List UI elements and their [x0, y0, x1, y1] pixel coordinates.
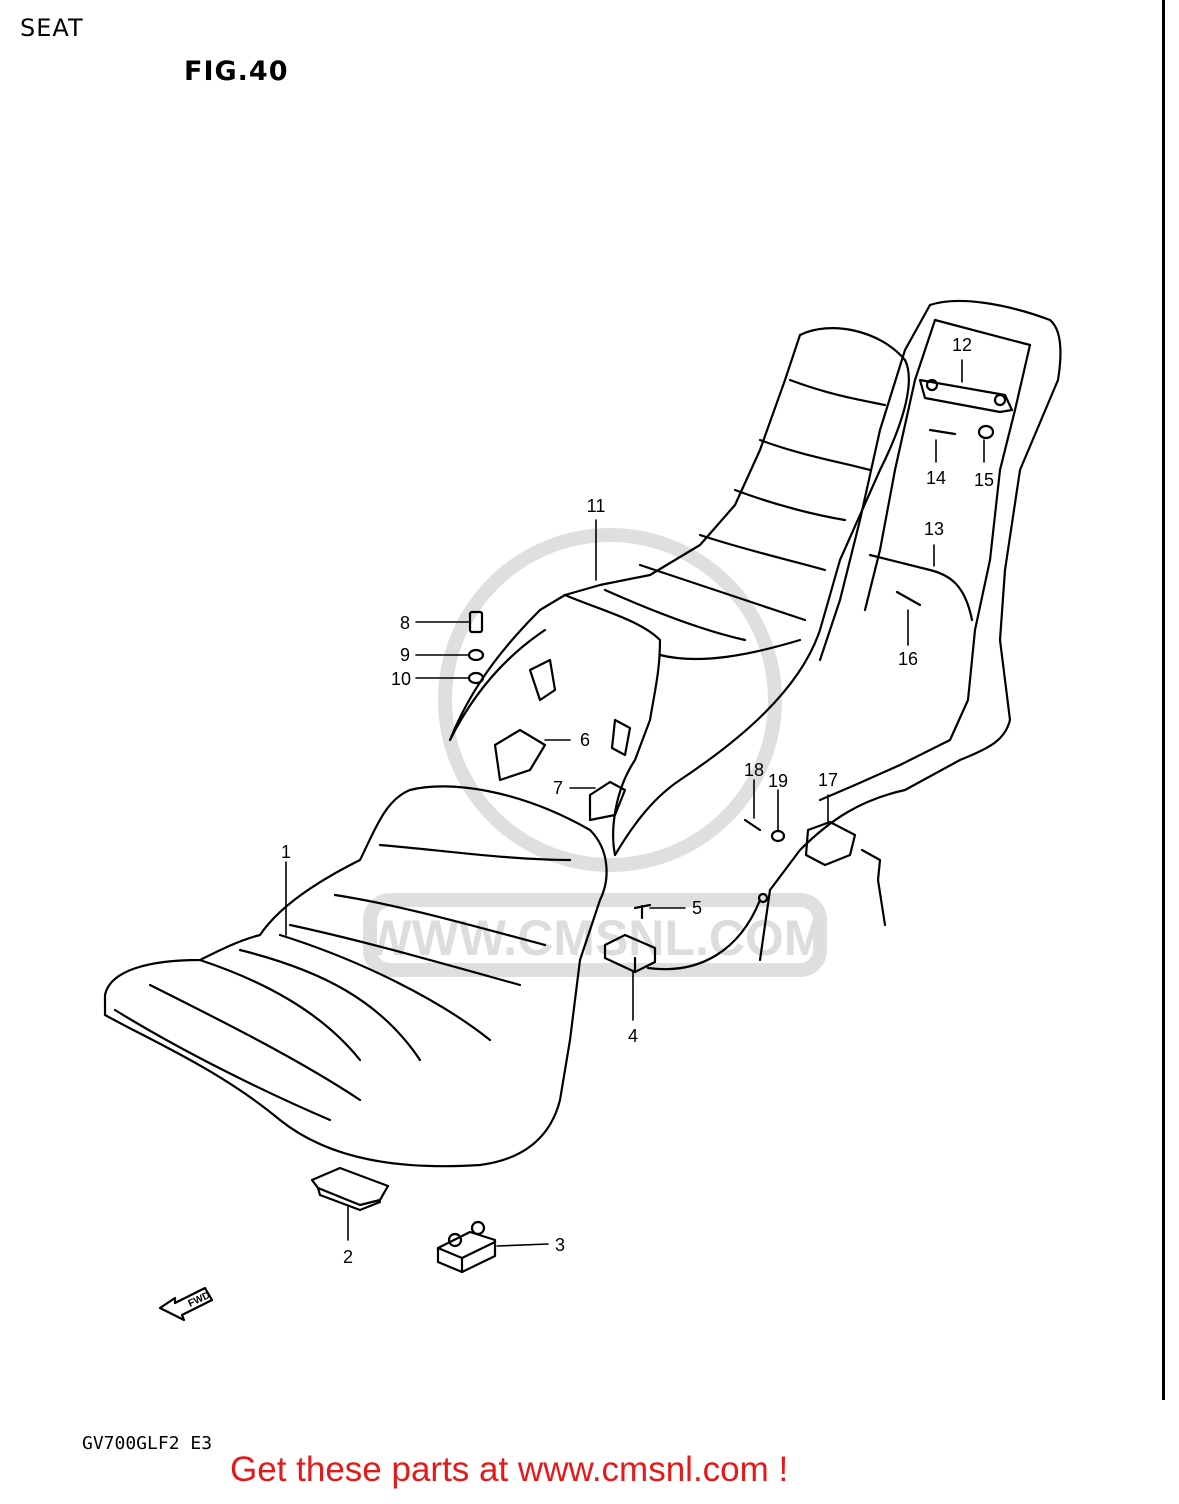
callout-7: 7: [553, 778, 563, 798]
callout-9: 9: [400, 645, 410, 665]
watermark-text: WWW.CMSNL.COM: [364, 910, 825, 966]
cmsnl-watermark: [363, 528, 827, 977]
callout-8: 8: [400, 613, 410, 633]
watermark-band: [363, 893, 827, 977]
figure-title: FIG.40: [184, 56, 289, 87]
seat-lock-cable: [868, 553, 974, 622]
front-seat: [103, 785, 608, 1168]
bolt-16: [895, 590, 922, 607]
callout-10: 10: [391, 669, 411, 689]
cushion-block-part: [436, 1220, 497, 1274]
cta-link[interactable]: Get these parts at www.cmsnl.com !: [230, 1450, 789, 1489]
callout-12: 12: [952, 335, 972, 355]
fwd-arrow-icon: [158, 1286, 214, 1322]
cushion-part: [310, 1166, 390, 1212]
washer-19: [770, 829, 786, 843]
model-code: GV700GLF2 E3: [82, 1433, 213, 1454]
section-title: SEAT: [20, 14, 84, 42]
callout-16: 16: [898, 649, 918, 669]
fasteners: [467, 424, 995, 920]
leader-lines: [285, 359, 985, 1247]
callout-17: 17: [818, 770, 838, 790]
callout-15: 15: [974, 470, 994, 490]
callout-4: 4: [628, 1026, 638, 1046]
hook-7: [588, 780, 627, 822]
watermark-ring: [438, 528, 782, 872]
callout-3: 3: [555, 1235, 565, 1255]
cable-bracket-part: [603, 892, 769, 974]
bolt-14: [928, 428, 957, 436]
seat-hooks: [493, 658, 632, 822]
backrest-frame: [758, 299, 1062, 962]
callout-19: 19: [768, 771, 788, 791]
washer-9: [467, 648, 485, 662]
rear-seat: [448, 327, 910, 857]
washer-10: [467, 671, 485, 685]
callout-1: 1: [281, 842, 291, 862]
callout-11: 11: [587, 496, 606, 516]
hook-6: [493, 728, 547, 782]
screw-18: [743, 818, 762, 832]
bracket-part: [918, 378, 1014, 414]
callout-2: 2: [343, 1247, 353, 1267]
callout-6: 6: [580, 730, 590, 750]
page-edge-line: [1162, 0, 1165, 1400]
nut-15: [977, 424, 995, 440]
callout-5: 5: [692, 898, 702, 918]
callout-18: 18: [744, 760, 764, 780]
screw-5: [633, 903, 652, 920]
callout-14: 14: [926, 468, 946, 488]
seat-lock-part: [804, 820, 887, 927]
callout-13: 13: [924, 519, 944, 539]
